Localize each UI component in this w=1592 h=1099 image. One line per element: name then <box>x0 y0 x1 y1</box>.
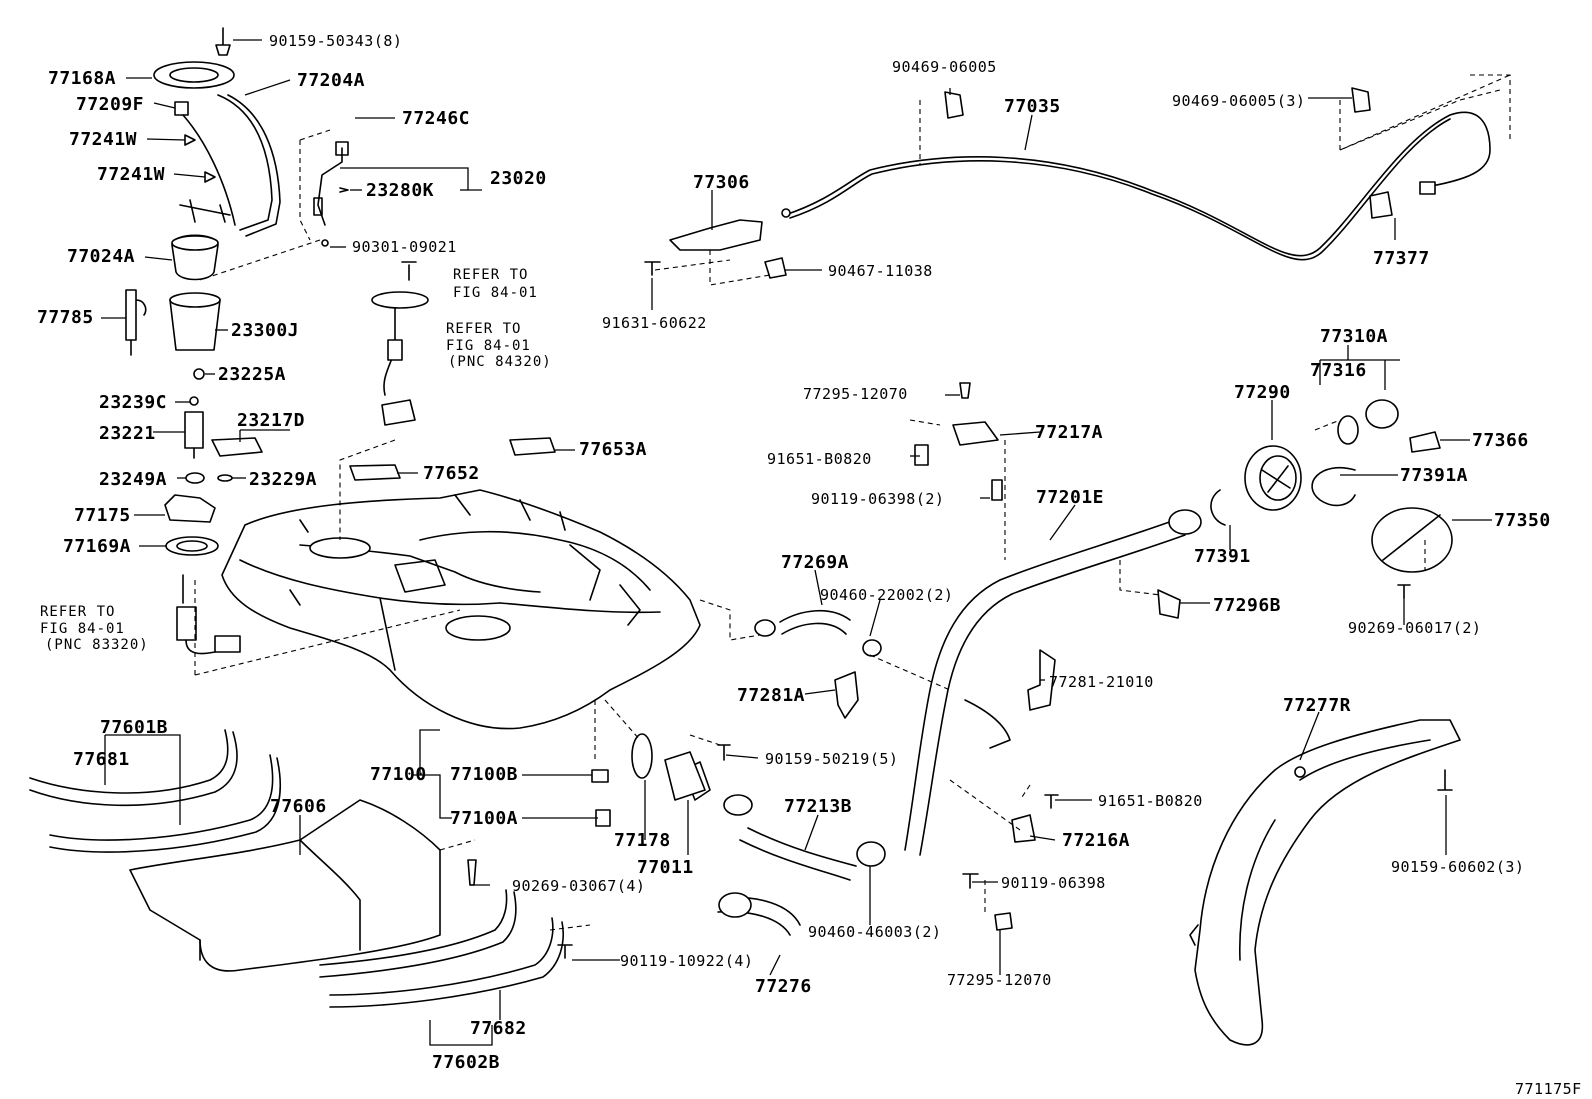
label-90269-03067: 90269-03067(4) <box>512 877 645 895</box>
label-77175: 77175 <box>74 505 131 526</box>
label-90159-60602: 90159-60602(3) <box>1391 858 1524 876</box>
label-77306: 77306 <box>693 172 750 193</box>
label-77246C: 77246C <box>402 108 470 129</box>
label-77035: 77035 <box>1004 96 1061 117</box>
label-77217A: 77217A <box>1035 422 1103 443</box>
label-77168A: 77168A <box>48 68 116 89</box>
label-77281-21010: 77281-21010 <box>1049 673 1154 691</box>
leader-lines <box>101 39 1492 1046</box>
label-77024A: 77024A <box>67 246 135 267</box>
refer-note-1-line-2: FIG 84-01 <box>453 285 538 301</box>
label-23229A: 23229A <box>249 469 317 490</box>
label-90467-11038: 90467-11038 <box>828 262 933 280</box>
label-77391: 77391 <box>1194 546 1251 567</box>
label-77011: 77011 <box>637 857 694 878</box>
fuel-cap-and-lid-drawing <box>1210 399 1453 599</box>
refer-note-3-line-3: (PNC 83320) <box>45 637 149 653</box>
label-77100A: 77100A <box>450 808 518 829</box>
label-77296B: 77296B <box>1213 595 1281 616</box>
refer-note-2-line-1: REFER TO <box>446 321 521 337</box>
label-90469-06005-b: 90469-06005(3) <box>1172 92 1305 110</box>
breather-hose-drawing <box>754 609 882 657</box>
label-77785: 77785 <box>37 307 94 328</box>
label-77290: 77290 <box>1234 382 1291 403</box>
label-23217D: 23217D <box>237 410 305 431</box>
lid-opener-cable-drawing <box>644 87 1491 279</box>
tank-pad-77652-drawing <box>349 464 401 481</box>
label-77681: 77681 <box>73 749 130 770</box>
fuel-tank-drawing <box>221 489 701 730</box>
reference-dashed-lines <box>194 74 1511 931</box>
label-77169A: 77169A <box>63 536 131 557</box>
label-77653A: 77653A <box>579 439 647 460</box>
label-77276: 77276 <box>755 976 812 997</box>
label-77310A: 77310A <box>1320 326 1388 347</box>
label-91631-60622: 91631-60622 <box>602 314 707 332</box>
label-77601B: 77601B <box>100 717 168 738</box>
label-77602B: 77602B <box>432 1052 500 1073</box>
refer-note-3-line-1: REFER TO <box>40 604 115 620</box>
label-90269-06017: 90269-06017(2) <box>1348 619 1481 637</box>
label-77652: 77652 <box>423 463 480 484</box>
label-77269A: 77269A <box>781 552 849 573</box>
diagram-id: 771175F <box>1515 1080 1582 1098</box>
label-77391A: 77391A <box>1400 465 1468 486</box>
label-90460-46003: 90460-46003(2) <box>808 923 941 941</box>
label-77241W-a: 77241W <box>69 129 137 150</box>
label-77213B: 77213B <box>784 796 852 817</box>
label-90159-50343: 90159-50343(8) <box>269 32 402 50</box>
label-90469-06005-a: 90469-06005 <box>892 58 997 76</box>
label-23020: 23020 <box>490 168 547 189</box>
label-77295-12070-a: 77295-12070 <box>803 385 908 403</box>
label-77216A: 77216A <box>1062 830 1130 851</box>
refer-note-1-line-1: REFER TO <box>453 267 528 283</box>
label-91651-B0820-a: 91651-B0820 <box>767 450 872 468</box>
label-90119-10922: 90119-10922(4) <box>620 952 753 970</box>
gasket-77178-drawing <box>631 733 653 779</box>
label-77281A: 77281A <box>737 685 805 706</box>
label-23280K: 23280K <box>366 180 434 201</box>
label-77209F: 77209F <box>76 94 144 115</box>
refer-note-3-line-2: FIG 84-01 <box>40 621 125 637</box>
fuel-filter-sender-drawing <box>313 141 429 426</box>
refer-note-2-line-2: FIG 84-01 <box>446 338 531 354</box>
label-90119-06398-2: 90119-06398(2) <box>811 490 944 508</box>
label-90460-22002: 90460-22002(2) <box>820 586 953 604</box>
label-77316: 77316 <box>1310 360 1367 381</box>
fuel-pump-assembly-drawing <box>125 27 281 655</box>
label-91651-B0820-b: 91651-B0820 <box>1098 792 1203 810</box>
label-77350: 77350 <box>1494 510 1551 531</box>
label-90301-09021: 90301-09021 <box>352 238 457 256</box>
bolts-drawing <box>591 744 1059 931</box>
fender-liner-drawing <box>1189 719 1461 1046</box>
label-90119-06398: 90119-06398 <box>1001 874 1106 892</box>
label-77606: 77606 <box>270 796 327 817</box>
label-77178: 77178 <box>614 830 671 851</box>
filler-pipe-drawing <box>834 382 1202 856</box>
label-23239C: 23239C <box>99 392 167 413</box>
label-77100: 77100 <box>370 764 427 785</box>
filler-hoses-drawing <box>664 751 886 936</box>
label-77100B: 77100B <box>450 764 518 785</box>
label-77682: 77682 <box>470 1018 527 1039</box>
part-number-labels: 90159-50343(8) 77168A 77204A 77209F 7724… <box>37 32 1551 1073</box>
label-77277R: 77277R <box>1283 695 1351 716</box>
label-23249A: 23249A <box>99 469 167 490</box>
refer-note-2-line-3: (PNC 84320) <box>448 354 552 370</box>
label-77241W-b: 77241W <box>97 164 165 185</box>
label-90159-50219: 90159-50219(5) <box>765 750 898 768</box>
label-77295-12070-b: 77295-12070 <box>947 971 1052 989</box>
tank-pad-77653A-drawing <box>509 437 556 456</box>
label-23300J: 23300J <box>231 320 299 341</box>
label-77204A: 77204A <box>297 70 365 91</box>
refer-to-notes: REFER TO FIG 84-01 REFER TO FIG 84-01 (P… <box>40 267 552 653</box>
label-77377: 77377 <box>1373 248 1430 269</box>
label-23221: 23221 <box>99 423 156 444</box>
label-77201E: 77201E <box>1036 487 1104 508</box>
label-23225A: 23225A <box>218 364 286 385</box>
label-77366: 77366 <box>1472 430 1529 451</box>
tank-straps-protector-drawing <box>29 729 573 1008</box>
